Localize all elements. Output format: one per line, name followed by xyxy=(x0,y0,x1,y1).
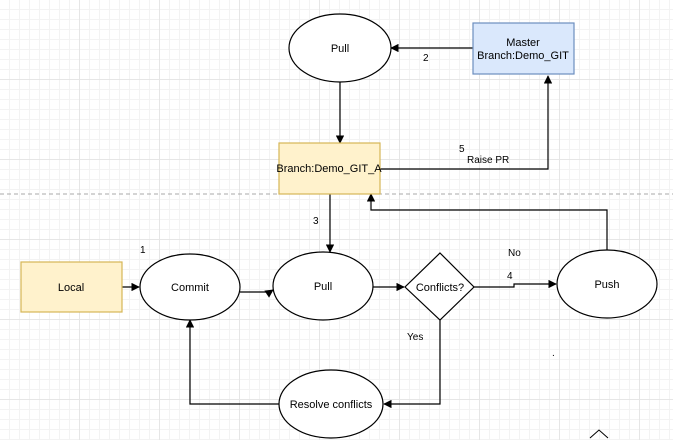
edge-branch-to-master xyxy=(380,75,553,170)
edge-resolve-to-commit xyxy=(185,319,280,405)
edge-conflicts-to-resolve xyxy=(383,320,441,409)
edge-commit-to-pull xyxy=(240,289,274,298)
edge-push-to-branch xyxy=(366,193,608,250)
edges xyxy=(122,43,608,409)
node-conflicts[interactable]: Conflicts? xyxy=(404,252,475,321)
local-shape xyxy=(20,261,123,313)
master-label-line2: Branch:Demo_GIT xyxy=(477,50,569,62)
node-local[interactable]: Local xyxy=(20,261,123,313)
edge-label-yes: Yes xyxy=(407,332,423,343)
edge-label-no: No xyxy=(508,248,521,259)
node-pull-mid[interactable]: Pull xyxy=(272,251,374,321)
node-feature-branch[interactable]: Branch:Demo_GIT_A xyxy=(276,142,382,195)
stray-dot: . xyxy=(552,348,555,359)
node-commit[interactable]: Commit xyxy=(139,253,241,321)
conflicts-shape xyxy=(404,252,475,321)
edge-label-step4: 4 xyxy=(507,271,513,282)
pull-mid-shape xyxy=(272,251,374,321)
edge-label-step5: 5 xyxy=(459,144,465,155)
node-resolve-conflicts[interactable]: Resolve conflicts xyxy=(278,369,384,439)
feature-branch-shape xyxy=(278,142,381,195)
node-pull-top[interactable]: Pull xyxy=(288,13,392,83)
pull-top-shape xyxy=(288,13,392,83)
resolve-shape xyxy=(278,369,384,439)
commit-label: Commit xyxy=(171,282,209,294)
feature-branch-label: Branch:Demo_GIT_A xyxy=(276,163,382,175)
corner-chevron-icon[interactable] xyxy=(589,429,609,439)
edge-label-raise-pr: Raise PR xyxy=(467,155,509,166)
pull-top-label: Pull xyxy=(331,43,349,55)
edge-label-step3: 3 xyxy=(313,216,319,227)
node-push[interactable]: Push xyxy=(556,249,658,319)
local-label: Local xyxy=(58,282,84,294)
push-label: Push xyxy=(594,279,619,291)
edge-conflicts-to-push xyxy=(474,279,557,289)
edge-label-step1: 1 xyxy=(140,245,146,256)
node-master-branch[interactable]: Master Branch:Demo_GIT xyxy=(472,22,575,75)
resolve-label: Resolve conflicts xyxy=(290,399,373,411)
conflicts-label: Conflicts? xyxy=(416,282,464,294)
pull-mid-label: Pull xyxy=(314,281,332,293)
master-branch-shape xyxy=(472,22,575,75)
edge-label-step2: 2 xyxy=(423,53,429,64)
commit-shape xyxy=(139,253,241,321)
push-shape xyxy=(556,249,658,319)
master-label-line1: Master xyxy=(506,37,540,49)
